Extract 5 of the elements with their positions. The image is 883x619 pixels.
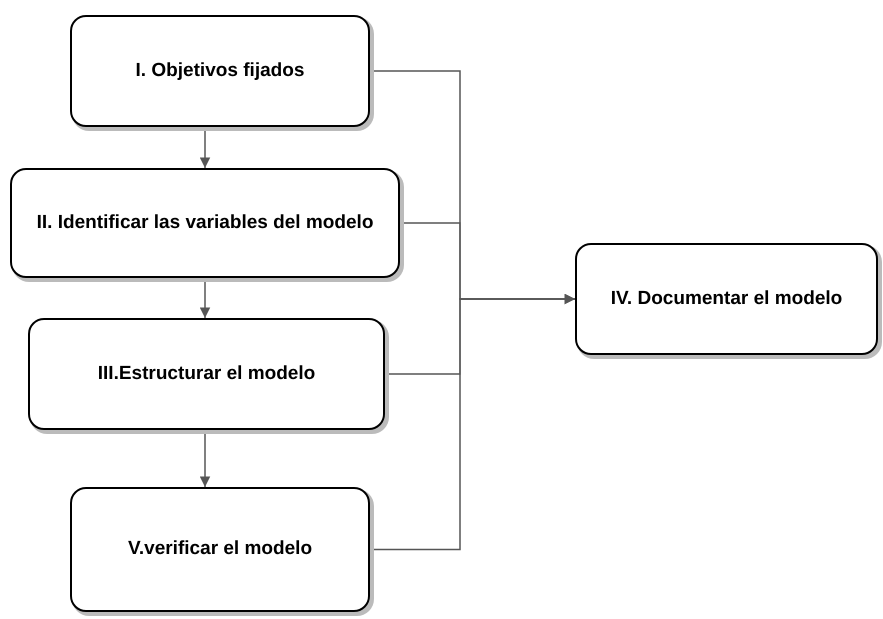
box-label: I. Objetivos fijados [136, 58, 304, 83]
box-label: II. Identificar las variables del modelo [36, 210, 374, 235]
box-label: IV. Documentar el modelo [610, 286, 842, 311]
box-label: V.verificar el modelo [128, 537, 312, 562]
box-label: III.Estructurar el modelo [98, 362, 316, 386]
